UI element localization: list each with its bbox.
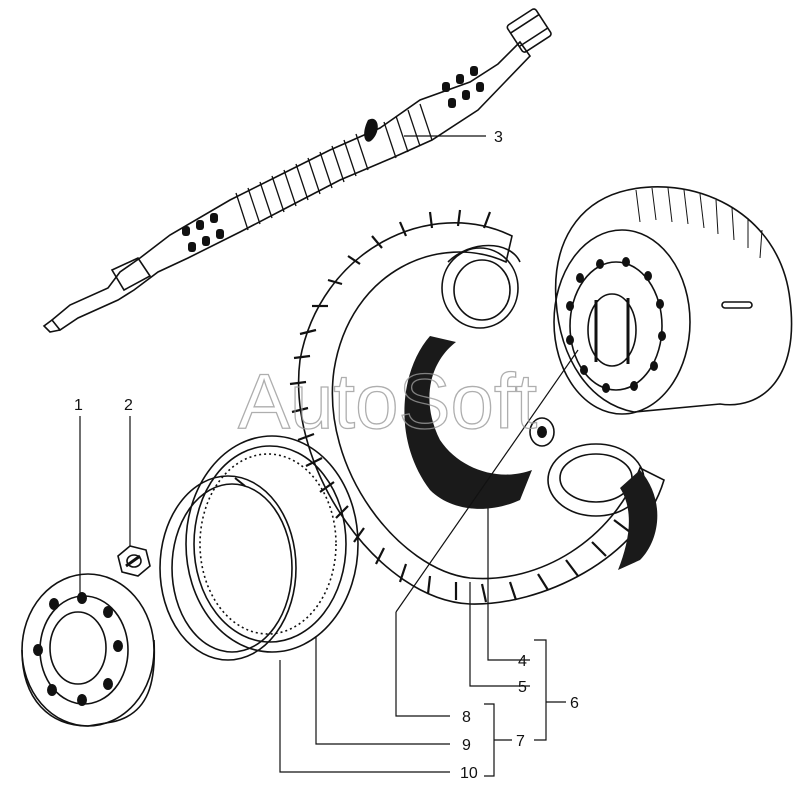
callout-8: 8 [462, 709, 471, 726]
callout-3: 3 [494, 129, 503, 146]
brake-drum [553, 185, 793, 415]
part-9-side-ring [185, 435, 359, 653]
callout-1: 1 [74, 397, 83, 414]
watermark: AutoSoft [238, 357, 538, 445]
part-3-flexible-shaft [42, 8, 552, 333]
callout-10: 10 [460, 765, 478, 782]
callout-2: 2 [124, 397, 133, 414]
part-2-nut [117, 416, 151, 577]
part-10-lock-ring [159, 475, 297, 661]
callout-6: 6 [570, 695, 579, 712]
part-6-tire [279, 209, 665, 777]
callout-7: 7 [516, 733, 525, 750]
callout-9: 9 [462, 737, 471, 754]
callout-4: 4 [518, 653, 527, 670]
part-1-wheel-disc [21, 416, 156, 727]
callout-5: 5 [518, 679, 527, 696]
